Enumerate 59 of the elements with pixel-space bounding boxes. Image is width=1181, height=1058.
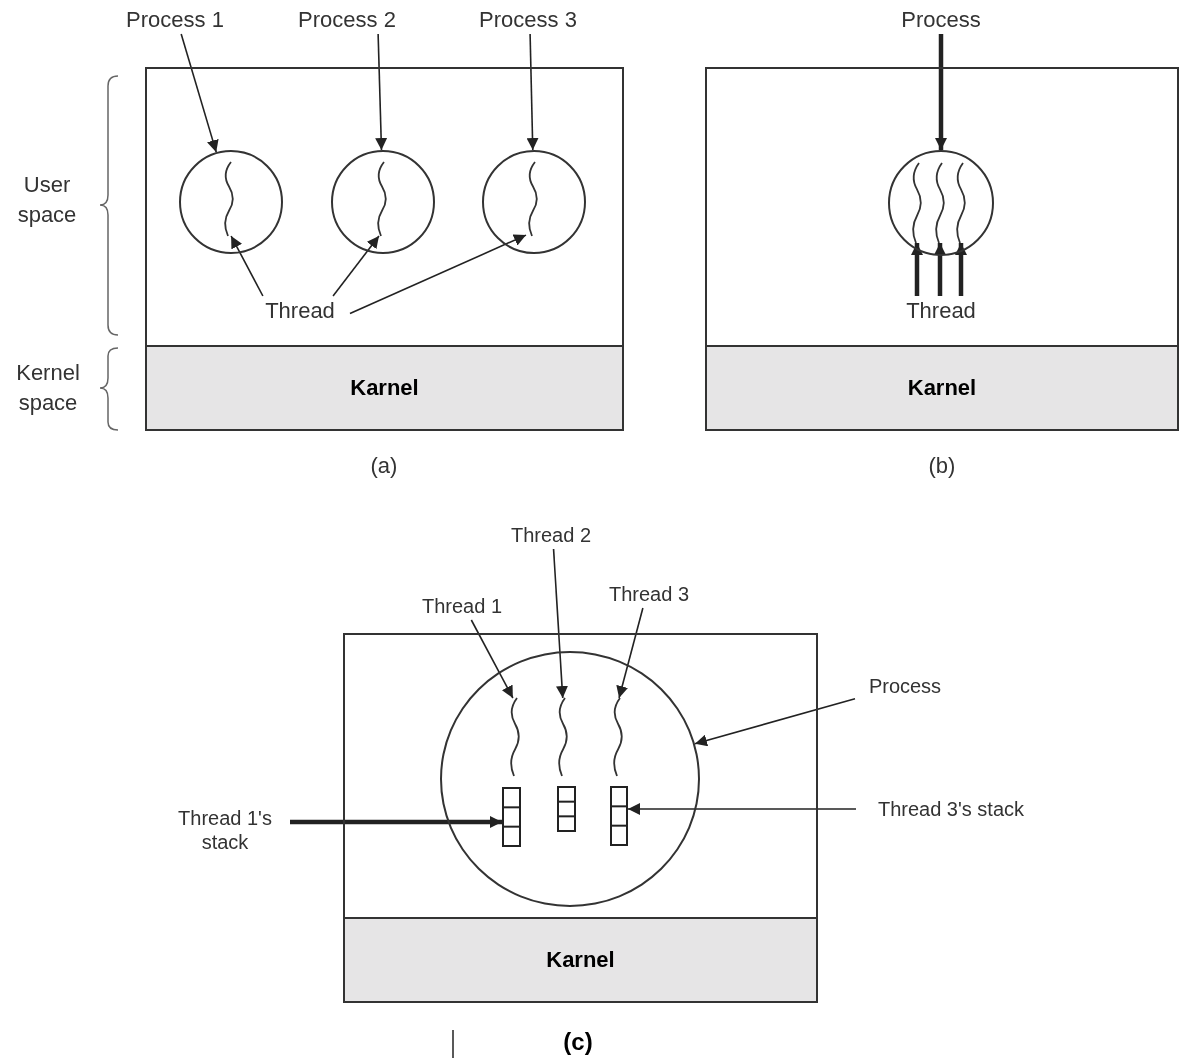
arrow: [616, 607, 644, 699]
arrow: [470, 619, 514, 699]
thread-squiggle: [224, 161, 234, 237]
arrow: [375, 33, 388, 151]
panel-caption: (a): [369, 452, 399, 480]
region-label: Kernel space: [15, 359, 81, 417]
thread-label: Thread 1: [407, 592, 517, 620]
process-circle: [179, 150, 283, 254]
process-circle: [331, 150, 435, 254]
arrow: [230, 235, 264, 297]
kernel-band: [343, 917, 818, 1003]
kernel-band: [705, 345, 1179, 431]
stack-label: Thread 1's stack: [160, 802, 290, 858]
arrow: [955, 243, 967, 296]
stack-icon: [557, 786, 576, 832]
thread-squiggle: [935, 162, 945, 244]
arrow: [627, 803, 857, 815]
stack-icon: [610, 786, 628, 846]
panel-frame: [705, 67, 1179, 431]
arrow: [694, 697, 856, 747]
thread-squiggle: [912, 162, 922, 244]
kernel-label: Karnel: [907, 375, 977, 401]
thread-label: Thread 3: [593, 580, 705, 608]
arrow: [911, 243, 923, 296]
kernel-band: [145, 345, 624, 431]
process-label: Process 3: [465, 6, 591, 34]
thread-squiggle: [613, 697, 623, 777]
thread-squiggle: [956, 162, 966, 244]
panel-caption: (c): [562, 1027, 594, 1057]
arrow: [552, 548, 568, 699]
process-circle: [482, 150, 586, 254]
arrow: [332, 235, 380, 297]
thread-label: Thread: [891, 296, 991, 326]
thread-label: Thread 2: [495, 521, 607, 549]
arrow: [290, 816, 502, 828]
region-label: User space: [16, 171, 78, 229]
thread-squiggle: [510, 697, 520, 777]
thread-squiggle: [528, 161, 538, 237]
process-label: Process 1: [112, 6, 238, 34]
arrow: [935, 34, 947, 150]
kernel-label: Karnel: [546, 947, 615, 973]
process-circle: [888, 150, 994, 256]
panel-caption: (b): [927, 452, 957, 480]
process-label: Process 2: [285, 6, 409, 34]
process-label: Process: [855, 672, 955, 700]
arrow: [180, 33, 219, 153]
thread-label: Thread: [250, 296, 350, 326]
thread-squiggle: [377, 161, 387, 237]
arrow: [934, 243, 946, 296]
process-label: Process: [890, 6, 992, 34]
panel-frame: [145, 67, 624, 431]
thread-squiggle: [558, 697, 568, 777]
stack-label: Thread 3's stack: [856, 795, 1046, 823]
panel-frame: [343, 633, 818, 1003]
arrow: [349, 234, 527, 315]
process-circle: [440, 651, 700, 907]
arrow: [526, 33, 539, 151]
stack-icon: [502, 787, 521, 847]
kernel-label: Karnel: [350, 375, 419, 401]
